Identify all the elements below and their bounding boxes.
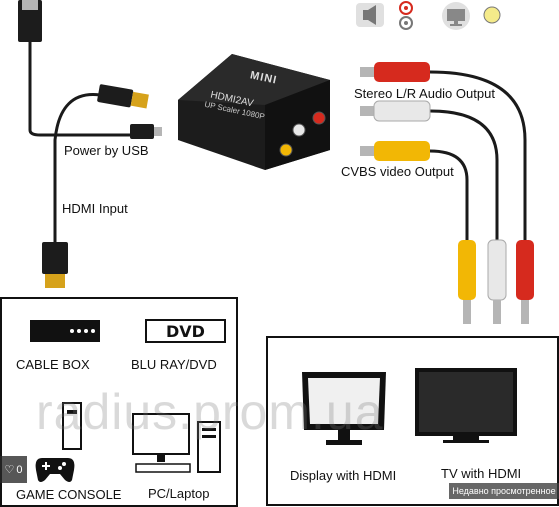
favorite-count: 0 bbox=[16, 463, 23, 476]
hdmi-plug-top bbox=[97, 84, 149, 109]
dvd-icon: DVD bbox=[145, 319, 226, 343]
speaker-icon[interactable] bbox=[355, 2, 385, 28]
micro-usb-plug bbox=[130, 124, 154, 139]
yellow-dot-icon[interactable] bbox=[482, 5, 502, 25]
pc-icon bbox=[132, 404, 224, 476]
label-hdmi-input: HDMI Input bbox=[62, 201, 128, 216]
hdmi-plug-bottom bbox=[42, 242, 68, 288]
favorite-button[interactable]: ♡ 0 bbox=[0, 456, 27, 483]
label-cvbs-video: CVBS video Output bbox=[341, 164, 454, 179]
rca-red-plug bbox=[360, 62, 430, 82]
tv-icon bbox=[413, 366, 519, 446]
converter-device bbox=[178, 54, 330, 170]
source-label-cable-box: CABLE BOX bbox=[16, 357, 90, 372]
monitor-icon bbox=[300, 370, 388, 448]
source-label-game-console: GAME CONSOLE bbox=[16, 487, 122, 502]
source-label-blu-ray: BLU RAY/DVD bbox=[131, 357, 217, 372]
label-power-by-usb: Power by USB bbox=[64, 143, 149, 158]
source-label-pc-laptop: PC/Laptop bbox=[148, 486, 210, 501]
display-label-hdmi: Display with HDMI bbox=[290, 468, 397, 483]
usb-plug bbox=[18, 0, 42, 42]
gamepad-icon bbox=[34, 454, 76, 484]
rca-red-plug-vertical bbox=[516, 240, 534, 324]
label-stereo-audio: Stereo L/R Audio Output bbox=[354, 86, 495, 101]
rca-yellow-plug bbox=[360, 141, 430, 161]
cable-box-icon bbox=[30, 320, 100, 342]
rca-yellow-plug-vertical bbox=[458, 240, 476, 324]
heart-icon: ♡ bbox=[4, 464, 15, 476]
rca-white-plug-vertical bbox=[487, 239, 507, 324]
recently-viewed-button[interactable]: Недавно просмотренное bbox=[449, 483, 559, 499]
console-tower-icon bbox=[62, 402, 82, 450]
monitor-icon[interactable] bbox=[440, 2, 472, 30]
rca-jack-icon[interactable] bbox=[395, 0, 417, 32]
rca-white-plug bbox=[360, 100, 431, 122]
display-label-tv: TV with HDMI bbox=[441, 466, 522, 481]
